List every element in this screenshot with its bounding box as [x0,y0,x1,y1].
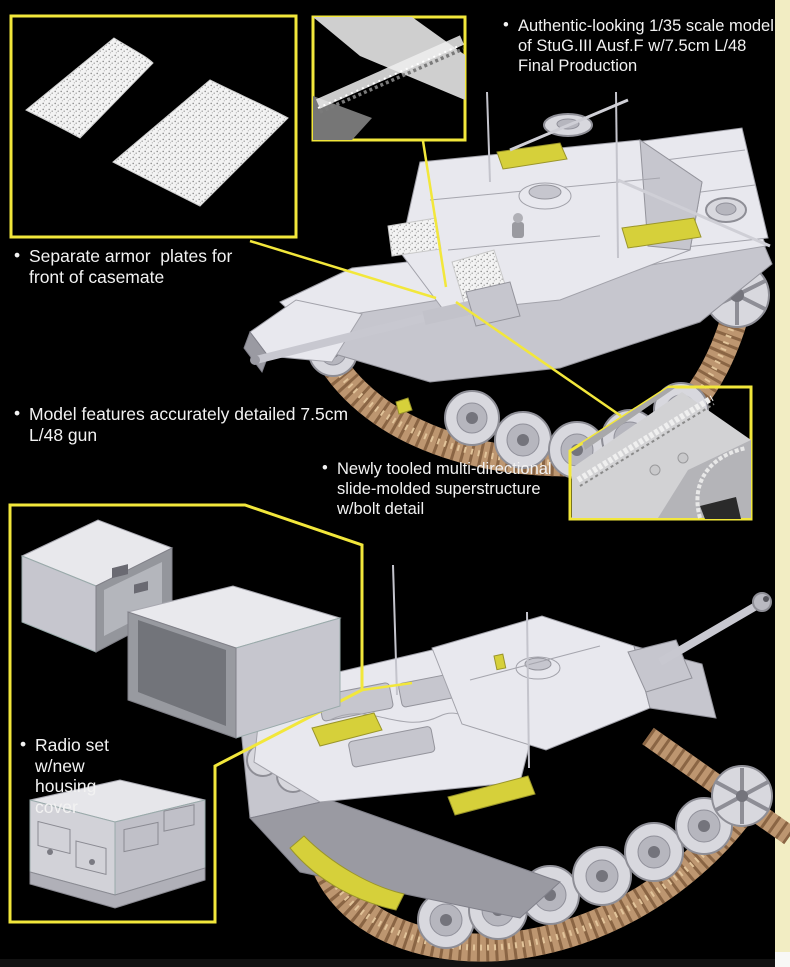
callout-armor-plates: • Separate armor plates for front of cas… [14,245,329,287]
bolt-detail-inset [455,300,753,521]
bottom-tank-gun [627,592,772,693]
radio-set-inset [8,503,413,924]
callout-scale-model-text: Authentic-looking 1/35 scale model of St… [518,17,774,76]
top-tank-figure [243,91,773,479]
armor-plate-part [25,37,154,139]
callout-gun: • Model features accurately detailed 7.5… [14,403,389,445]
callout-superstructure-text: Newly tooled multi-directional slide-mol… [337,460,552,519]
radio-housing-part [20,519,174,653]
top-tank-gun [250,281,521,365]
callout-superstructure: • Newly tooled multi-directional slide-m… [322,459,587,519]
armor-plates-inset [9,14,437,300]
muzzle-detail-inset [311,15,467,288]
callout-scale-model: • Authentic-looking 1/35 scale model of … [503,16,790,76]
radio-housing-part [126,585,342,739]
callout-armor-plates-text: Separate armor plates for front of casem… [29,246,233,287]
radio-set-part [29,779,206,909]
bullet-dot: • [20,734,27,754]
bullet-dot: • [14,403,21,423]
bottom-tank-figure [237,564,790,962]
callout-radio: • Radio set w/new housing cover [20,734,205,818]
callout-radio-text: Radio set w/new housing cover [35,735,109,817]
callout-gun-text: Model features accurately detailed 7.5cm… [29,404,349,445]
bullet-dot: • [322,459,328,477]
casemate-front-texture [387,217,442,257]
armor-plate-part [112,79,289,207]
highlighted-part [311,712,383,747]
bullet-dot: • [14,245,21,265]
bullet-dot: • [503,16,509,34]
crew-figure [512,213,524,238]
